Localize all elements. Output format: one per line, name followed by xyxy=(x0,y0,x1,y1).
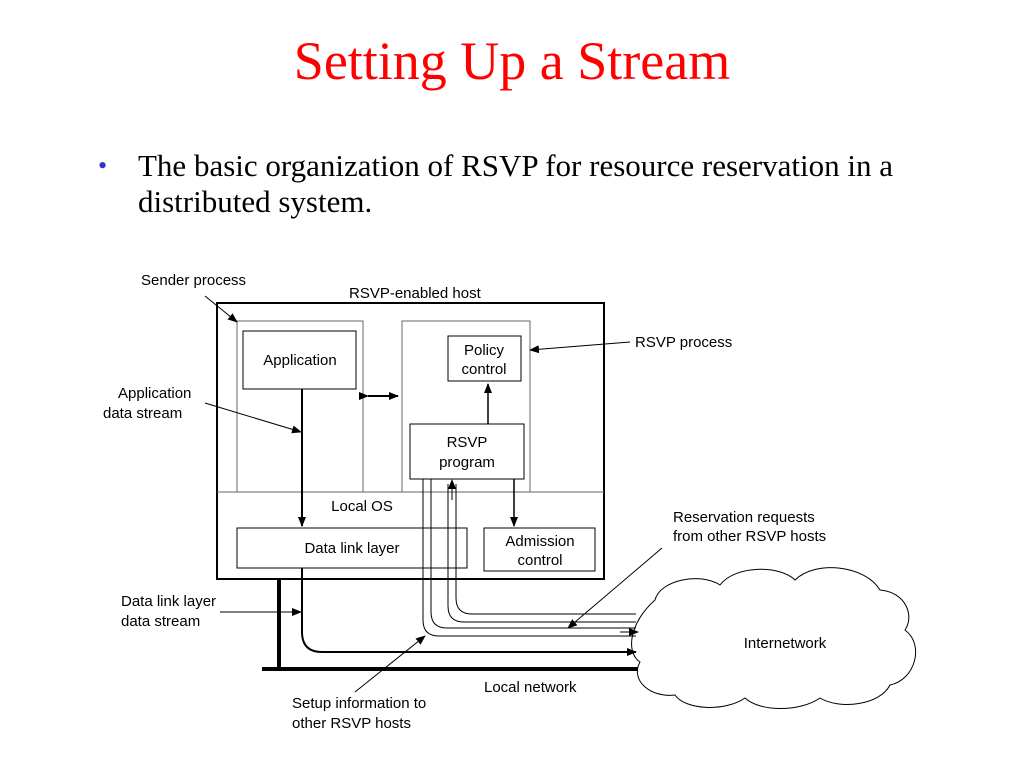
setup-info-path-outer xyxy=(422,479,636,637)
rsvp-process-label: RSVP process xyxy=(635,334,732,351)
data-link-layer-box xyxy=(236,527,468,569)
dll-stream-label-1: Data link layer xyxy=(121,593,216,610)
application-box xyxy=(242,330,357,390)
app-stream-label-1: Application xyxy=(118,385,191,402)
app-stream-pointer xyxy=(204,402,302,434)
policy-label-2: control xyxy=(461,361,506,378)
bullet-text: The basic organization of RSVP for resou… xyxy=(138,148,893,219)
admission-label-1: Admission xyxy=(505,533,574,550)
admission-label-2: control xyxy=(517,552,562,569)
rsvp-program-box xyxy=(409,423,525,480)
setup-info-label-1: Setup information to xyxy=(292,695,426,712)
internetwork-label: Internetwork xyxy=(744,635,827,652)
reservation-pointer xyxy=(567,547,663,629)
rsvp-program-label-1: RSVP xyxy=(447,434,488,451)
slide-title: Setting Up a Stream xyxy=(293,31,731,91)
policy-label-1: Policy xyxy=(464,342,505,359)
local-os-label: Local OS xyxy=(331,498,393,515)
dll-stream-path xyxy=(301,568,637,656)
host-label: RSVP-enabled host xyxy=(349,285,482,302)
data-link-layer-label: Data link layer xyxy=(304,540,399,557)
reservation-label-1: Reservation requests xyxy=(673,509,815,526)
sender-process-label: Sender process xyxy=(141,272,246,289)
rsvp-process-pointer xyxy=(529,341,631,354)
admission-control-box xyxy=(483,527,596,572)
dll-stream-label-2: data stream xyxy=(121,613,200,630)
setup-info-label-2: other RSVP hosts xyxy=(292,715,411,732)
sender-process-pointer xyxy=(204,295,238,323)
setup-info-path-inner xyxy=(430,479,636,629)
app-stream-label-2: data stream xyxy=(103,405,182,422)
bullet-item: • The basic organization of RSVP for res… xyxy=(98,148,928,220)
setup-info-pointer xyxy=(354,635,426,693)
internetwork-cloud xyxy=(631,567,917,709)
rsvp-program-label-2: program xyxy=(439,454,495,471)
reservation-label-2: from other RSVP hosts xyxy=(673,528,826,545)
application-label: Application xyxy=(263,352,336,369)
reservation-path-outer xyxy=(447,484,636,623)
bullet-dot-icon: • xyxy=(98,151,108,180)
policy-control-box xyxy=(447,335,522,382)
local-network-label: Local network xyxy=(484,679,577,696)
reservation-path-inner xyxy=(455,484,636,615)
host-box xyxy=(216,302,605,580)
